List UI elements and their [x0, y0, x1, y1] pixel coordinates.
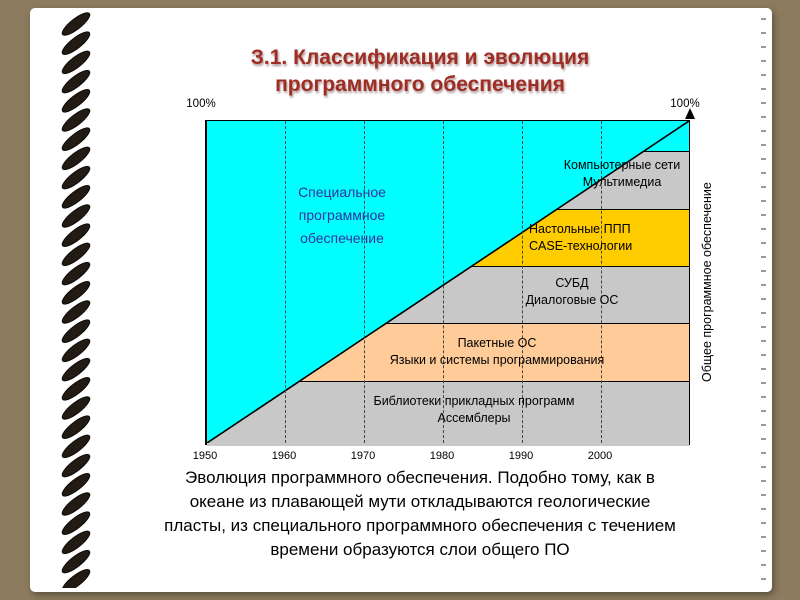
edge-dash — [761, 354, 766, 356]
label-desktop-ppp-case: Настольные ППП CASE-технологии — [529, 221, 689, 255]
band-label-line: Библиотеки прикладных программ — [373, 394, 575, 408]
edge-dash — [761, 298, 766, 300]
x-tick-2000: 2000 — [587, 450, 613, 462]
edge-dash — [761, 172, 766, 174]
edge-dash — [761, 158, 766, 160]
right-axis-label: Общее программное обеспечение — [700, 182, 714, 383]
slide-title: З.1. Классификация и эволюция программно… — [90, 44, 750, 98]
edge-dash — [761, 466, 766, 468]
edge-dash — [761, 186, 766, 188]
edge-dash — [761, 102, 766, 104]
edge-dash — [761, 18, 766, 20]
band-label-line: CASE-технологии — [529, 239, 633, 253]
band-label-line: СУБД — [555, 276, 589, 290]
edge-dash — [761, 368, 766, 370]
slide-page: З.1. Классификация и эволюция программно… — [30, 8, 772, 592]
band-label-line: Мультимедиа — [582, 175, 662, 189]
edge-dash — [761, 424, 766, 426]
slide-title-line1: З.1. Классификация и эволюция — [250, 46, 590, 69]
edge-dash — [761, 494, 766, 496]
edge-dash — [761, 410, 766, 412]
label-dbms-dialog-os: СУБД Диалоговые ОС — [487, 275, 657, 309]
edge-dash — [761, 88, 766, 90]
caption-line: пласты, из специального программного обе… — [164, 516, 676, 535]
slide-title-line2: программного обеспечения — [275, 73, 565, 96]
edge-dash — [761, 326, 766, 328]
edge-dash — [761, 522, 766, 524]
band-label-line: Настольные ППП — [529, 222, 631, 236]
edge-dash — [761, 578, 766, 580]
edge-dash — [761, 60, 766, 62]
edge-dash — [761, 256, 766, 258]
edge-dash — [761, 508, 766, 510]
edge-dash — [761, 396, 766, 398]
caption-line: времени образуются слои общего ПО — [270, 540, 570, 559]
gridline-1980 — [443, 121, 444, 443]
edge-dash — [761, 382, 766, 384]
label-libraries-assemblers: Библиотеки прикладных программ Ассемблер… — [349, 393, 599, 427]
edge-dash — [761, 46, 766, 48]
x-tick-1990: 1990 — [508, 450, 534, 462]
edge-dash — [761, 564, 766, 566]
edge-dash — [761, 214, 766, 216]
right-100-percent-label: 100% — [670, 98, 700, 110]
edge-dash — [761, 242, 766, 244]
special-label-line: Специальное — [298, 184, 386, 200]
band-label-line: Диалоговые ОС — [525, 293, 619, 307]
band-label-line: Языки и системы программирования — [389, 353, 605, 367]
edge-dash — [761, 74, 766, 76]
edge-dash — [761, 144, 766, 146]
gridline-2000 — [601, 121, 602, 443]
spiral-binding-icon — [61, 12, 91, 588]
label-batch-os-languages: Пакетные ОС Языки и системы программиров… — [372, 335, 622, 369]
page-edge-marks — [758, 18, 766, 584]
band-label-line: Ассемблеры — [437, 411, 511, 425]
edge-dash — [761, 200, 766, 202]
special-label-line: обеспечение — [300, 230, 384, 246]
special-label-line: программное — [298, 207, 386, 223]
edge-dash — [761, 536, 766, 538]
edge-dash — [761, 284, 766, 286]
edge-dash — [761, 438, 766, 440]
up-arrow-icon — [685, 108, 695, 119]
edge-dash — [761, 32, 766, 34]
x-tick-1950: 1950 — [192, 450, 218, 462]
gridline-1990 — [522, 121, 523, 443]
caption-line: Эволюция программного обеспечения. Подоб… — [185, 468, 655, 487]
edge-dash — [761, 130, 766, 132]
edge-dash — [761, 228, 766, 230]
edge-dash — [761, 480, 766, 482]
band-label-line: Пакетные ОС — [457, 336, 537, 350]
caption-line: океане из плавающей мути откладываются г… — [189, 492, 651, 511]
edge-dash — [761, 550, 766, 552]
edge-dash — [761, 116, 766, 118]
band-libraries-assemblers — [207, 381, 689, 446]
slide-caption: Эволюция программного обеспечения. Подоб… — [130, 466, 710, 562]
edge-dash — [761, 270, 766, 272]
special-software-triangle — [207, 121, 689, 443]
gridline-1960 — [285, 121, 286, 443]
label-special-software: Специальное программное обеспечение — [257, 181, 427, 250]
edge-dash — [761, 340, 766, 342]
x-tick-1960: 1960 — [271, 450, 297, 462]
gridline-1970 — [364, 121, 365, 443]
x-tick-1970: 1970 — [350, 450, 376, 462]
x-tick-1980: 1980 — [429, 450, 455, 462]
edge-dash — [761, 312, 766, 314]
software-evolution-chart: Компьютерные сети Мультимедиа Настольные… — [205, 120, 690, 446]
left-100-percent-label: 100% — [186, 98, 216, 110]
band-label-line: Компьютерные сети — [563, 158, 681, 172]
edge-dash — [761, 452, 766, 454]
label-networks-multimedia: Компьютерные сети Мультимедиа — [547, 157, 697, 191]
